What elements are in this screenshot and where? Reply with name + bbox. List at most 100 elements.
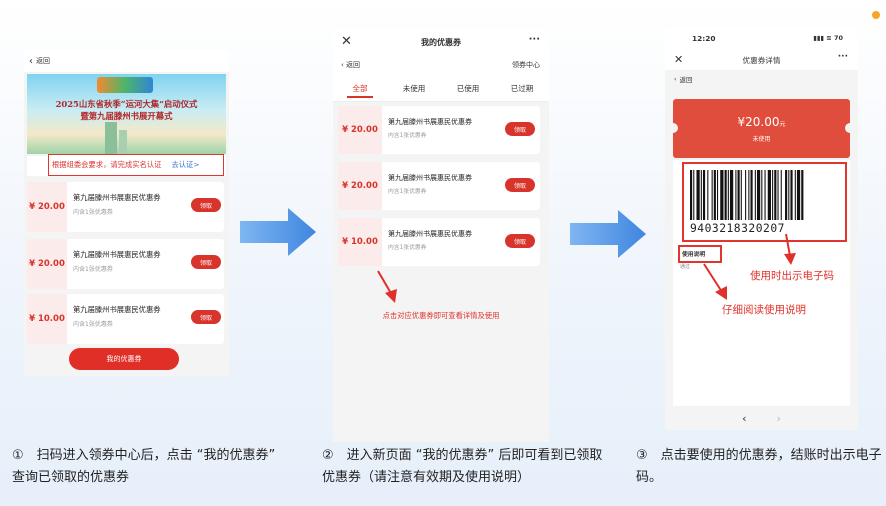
- status-bar: 12:20 ▮▮▮ ≋ 70: [665, 28, 858, 50]
- amount-unit: 元: [779, 121, 786, 128]
- barcode-digits: 940321832020​7: [690, 222, 785, 235]
- claim-button[interactable]: 领取: [505, 122, 535, 136]
- coupon-amount: ¥ 10.00: [338, 218, 382, 266]
- coupon-amount: ¥ 10.00: [27, 294, 67, 344]
- claim-button[interactable]: 领取: [505, 178, 535, 192]
- barcode-bar: [700, 170, 702, 220]
- barcode-bar: [717, 170, 719, 220]
- coupon-name: 第九届滕州书展惠民优惠券: [388, 174, 472, 182]
- claim-button[interactable]: 领取: [191, 255, 221, 269]
- coupon-center-screen: ‹ 返回 2025山东省秋季“运河大集”启动仪式 暨第九届滕州书展开幕式 根据组…: [24, 50, 229, 376]
- coupon-card[interactable]: ¥ 10.00 第九届滕州书展惠民优惠券 内含1张优惠券 领取: [27, 294, 224, 344]
- step-3-caption: ③ 点击要使用的优惠券，结账时出示电子码。: [636, 448, 882, 485]
- barcode-bar: [690, 170, 693, 220]
- barcode-bar: [756, 170, 761, 220]
- barcode-bar: [774, 170, 777, 220]
- barcode-bar: [767, 170, 771, 220]
- barcode-bar: [754, 170, 756, 220]
- banner-line-2: 暨第九届滕州书展开幕式: [80, 111, 173, 121]
- event-banner: 2025山东省秋季“运河大集”启动仪式 暨第九届滕州书展开幕式: [27, 74, 226, 154]
- tower-illustration: [105, 122, 117, 154]
- annotation-arrow-icon: [784, 233, 796, 265]
- event-logo-icon: [97, 77, 153, 93]
- barcode-bar: [720, 170, 724, 220]
- more-icon[interactable]: ···: [528, 34, 540, 45]
- tab-expired[interactable]: 已过期: [510, 83, 534, 93]
- barcode-bar: [724, 170, 727, 220]
- barcode-annotation: 使用时出示电子码: [750, 270, 834, 282]
- annotation-text: 点击对应优惠券即可查看详情及使用: [382, 311, 500, 320]
- claim-button[interactable]: 领取: [505, 234, 535, 248]
- annotation-arrow-icon: [377, 270, 397, 303]
- barcode-bar: [796, 170, 801, 220]
- barcode-icon: [690, 170, 804, 220]
- coupon-sub: 内含1张优惠券: [73, 209, 113, 216]
- barcode-bar: [748, 170, 750, 220]
- tab-bar: 全部 未使用 已使用 已过期: [333, 75, 549, 102]
- coupon-name: 第九届滕州书展惠民优惠券: [73, 305, 161, 314]
- tower-illustration: [119, 130, 127, 154]
- clock: 12:20: [692, 34, 716, 43]
- step-2-caption: ② 进入新页面 “我的优惠券” 后即可看到已领取优惠券（请注意有效期及使用说明）: [322, 448, 603, 485]
- usage-highlight[interactable]: 使用说明: [678, 245, 722, 263]
- barcode-bar: [777, 170, 779, 220]
- usage-label: 使用说明: [682, 252, 706, 258]
- coupon-sub: 内含1张优惠券: [388, 189, 427, 195]
- back-button[interactable]: ‹ 返回: [341, 61, 361, 69]
- back-label: 返回: [346, 61, 361, 69]
- my-coupons-button[interactable]: 我的优惠券: [69, 348, 179, 370]
- usage-annotation: 仔细阅读使用说明: [722, 304, 806, 316]
- coupon-amount: ¥ 20.00: [338, 106, 382, 154]
- back-label: 返回: [679, 75, 693, 84]
- coupon-card[interactable]: ¥ 20.00 第九届滕州书展惠民优惠券 内含1张优惠券 领取: [338, 162, 540, 210]
- nav-back-icon[interactable]: ‹: [742, 411, 747, 425]
- barcode-bar: [788, 170, 790, 220]
- barcode-bar: [761, 170, 763, 220]
- more-icon[interactable]: ···: [837, 52, 848, 62]
- barcode-bar: [693, 170, 695, 220]
- barcode-bar: [794, 170, 796, 220]
- ticket-amount: ¥20.00元: [673, 115, 850, 129]
- banner-line-1: 2025山东省秋季“运河大集”启动仪式: [55, 99, 198, 109]
- page-title: 我的优惠券: [421, 37, 461, 47]
- barcode-bar: [764, 170, 766, 220]
- tab-unused[interactable]: 未使用: [402, 83, 426, 93]
- close-icon[interactable]: ✕: [674, 53, 684, 66]
- coupon-sub: 内含1张优惠券: [73, 321, 113, 328]
- coupon-card[interactable]: ¥ 20.00 第九届滕州书展惠民优惠券 内含1张优惠券 领取: [27, 182, 224, 232]
- coupon-card[interactable]: ¥ 20.00 第九届滕州书展惠民优惠券 内含1张优惠券 领取: [27, 239, 224, 289]
- coupon-name: 第九届滕州书展惠民优惠券: [73, 193, 161, 202]
- annotation-arrow-icon: [703, 263, 727, 300]
- status-dot: [872, 11, 880, 19]
- claim-button[interactable]: 领取: [191, 310, 221, 324]
- realname-link[interactable]: 去认证>: [171, 160, 200, 169]
- tab-all[interactable]: 全部: [333, 75, 387, 101]
- back-button[interactable]: ‹ 返回: [665, 70, 858, 88]
- nav-forward-icon[interactable]: ›: [776, 411, 781, 425]
- usage-text: 通过: [680, 264, 691, 270]
- coupon-card[interactable]: ¥ 10.00 第九届滕州书展惠民优惠券 内含1张优惠券 领取: [338, 218, 540, 266]
- barcode-bar: [750, 170, 753, 220]
- claim-button[interactable]: 领取: [191, 198, 221, 212]
- arrow-right-icon: [240, 208, 316, 256]
- barcode-bar: [707, 170, 709, 220]
- barcode-bar: [702, 170, 706, 220]
- coupon-sub: 内含1张优惠券: [73, 266, 113, 273]
- coupon-name: 第九届滕州书展惠民优惠券: [388, 118, 472, 126]
- coupon-center-link[interactable]: 领券中心: [512, 61, 540, 69]
- realname-text: 根据组委会要求，请完成实名认证: [52, 160, 162, 169]
- tab-used[interactable]: 已使用: [456, 83, 480, 93]
- coupon-sub: 内含1张优惠券: [388, 133, 427, 139]
- barcode-bar: [735, 170, 737, 220]
- coupon-card[interactable]: ¥ 20.00 第九届滕州书展惠民优惠券 内含1张优惠券 领取: [338, 106, 540, 154]
- coupon-amount: ¥ 20.00: [27, 239, 67, 289]
- page-title: 优惠券详情: [742, 55, 781, 65]
- coupon-sub: 内含1张优惠券: [388, 245, 427, 251]
- chevron-left-icon: ‹: [674, 75, 677, 83]
- coupon-name: 第九届滕州书展惠民优惠券: [73, 250, 161, 259]
- coupon-amount: ¥ 20.00: [27, 182, 67, 232]
- realname-notice[interactable]: 根据组委会要求，请完成实名认证 去认证>: [48, 154, 224, 176]
- close-icon[interactable]: ✕: [341, 34, 352, 49]
- back-button[interactable]: ‹ 返回: [24, 50, 229, 72]
- amount-value: ¥20.00: [737, 115, 780, 129]
